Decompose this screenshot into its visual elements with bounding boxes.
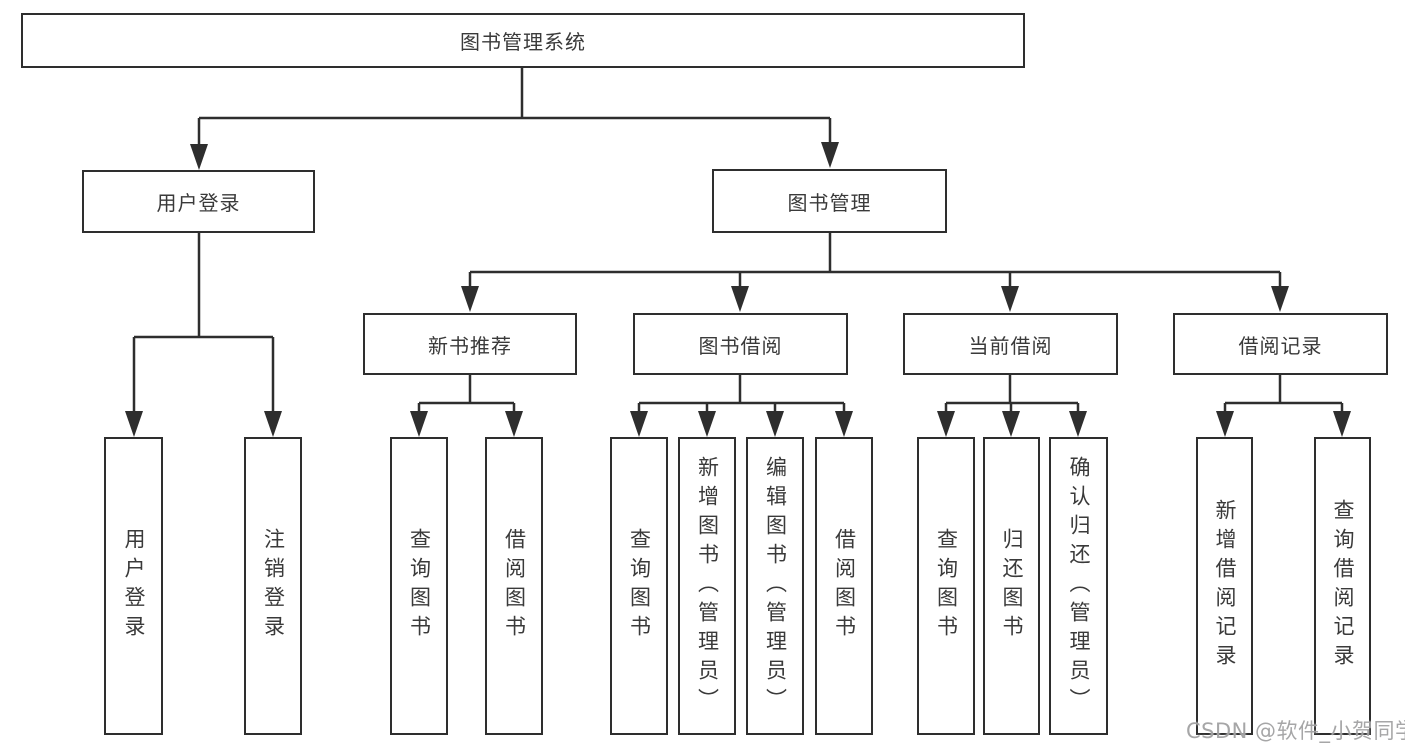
arrowhead-icon <box>190 144 208 170</box>
node-book-management-label: 图书管理 <box>787 190 872 215</box>
leaf-cb-return-books: 归还图书 <box>983 437 1040 735</box>
arrowhead-icon <box>505 411 523 437</box>
leaf-cb-confirm-return-admin-label: 确认归还（管理员） <box>1067 455 1091 717</box>
node-book-management: 图书管理 <box>712 169 947 233</box>
watermark: CSDN @软件_小贺同学 <box>1186 719 1405 743</box>
arrowhead-icon <box>630 411 648 437</box>
arrowhead-icon <box>1069 411 1087 437</box>
leaf-nb-borrow-books-label: 借阅图书 <box>502 528 527 644</box>
arrowhead-icon <box>1216 411 1234 437</box>
arrowhead-icon <box>1271 286 1289 312</box>
arrowhead-icon <box>698 411 716 437</box>
node-new-book-recommend-label: 新书推荐 <box>428 333 512 358</box>
leaf-bb-borrow-books-label: 借阅图书 <box>832 528 857 644</box>
leaf-br-query-record: 查询借阅记录 <box>1314 437 1371 735</box>
node-borrow-records: 借阅记录 <box>1173 313 1388 375</box>
leaf-bb-query-books: 查询图书 <box>610 437 668 735</box>
leaf-bb-add-books-admin: 新增图书（管理员） <box>678 437 736 735</box>
arrowhead-icon <box>731 286 749 312</box>
leaf-bb-edit-books-admin-label: 编辑图书（管理员） <box>763 455 788 717</box>
node-current-borrow-label: 当前借阅 <box>968 333 1053 358</box>
arrowhead-icon <box>821 142 839 168</box>
arrowhead-icon <box>410 411 428 437</box>
leaf-br-query-record-label: 查询借阅记录 <box>1331 499 1355 673</box>
arrowhead-icon <box>937 411 955 437</box>
leaf-user-login-label: 用户登录 <box>122 528 146 644</box>
arrowhead-icon <box>766 411 784 437</box>
node-new-book-recommend: 新书推荐 <box>363 313 577 375</box>
arrowhead-icon <box>461 286 479 312</box>
node-current-borrow: 当前借阅 <box>903 313 1118 375</box>
node-book-borrow-label: 图书借阅 <box>698 333 783 358</box>
node-user-login: 用户登录 <box>82 170 315 233</box>
leaf-bb-add-books-admin-label: 新增图书（管理员） <box>695 455 720 717</box>
leaf-nb-query-books: 查询图书 <box>390 437 448 735</box>
leaf-logout-label: 注销登录 <box>261 528 286 644</box>
leaf-bb-borrow-books: 借阅图书 <box>815 437 873 735</box>
node-book-borrow: 图书借阅 <box>633 313 848 375</box>
leaf-nb-borrow-books: 借阅图书 <box>485 437 543 735</box>
leaf-cb-query-books: 查询图书 <box>917 437 975 735</box>
leaf-bb-query-books-label: 查询图书 <box>627 528 652 644</box>
leaf-nb-query-books-label: 查询图书 <box>407 528 432 644</box>
leaf-br-add-record-label: 新增借阅记录 <box>1213 499 1237 673</box>
leaf-cb-return-books-label: 归还图书 <box>1000 528 1024 644</box>
leaf-bb-edit-books-admin: 编辑图书（管理员） <box>746 437 804 735</box>
arrowhead-icon <box>835 411 853 437</box>
arrowhead-icon <box>1002 411 1020 437</box>
leaf-cb-confirm-return-admin: 确认归还（管理员） <box>1049 437 1108 735</box>
leaf-cb-query-books-label: 查询图书 <box>934 528 959 644</box>
arrowhead-icon <box>125 411 143 437</box>
leaf-user-login: 用户登录 <box>104 437 163 735</box>
leaf-br-add-record: 新增借阅记录 <box>1196 437 1253 735</box>
node-root-label: 图书管理系统 <box>460 30 586 54</box>
arrowhead-icon <box>1001 286 1019 312</box>
leaf-logout: 注销登录 <box>244 437 302 735</box>
arrowhead-icon <box>1333 411 1351 437</box>
node-borrow-records-label: 借阅记录 <box>1238 333 1323 358</box>
node-user-login-label: 用户登录 <box>156 191 241 215</box>
arrowhead-icon <box>264 411 282 437</box>
node-root-system: 图书管理系统 <box>21 13 1025 68</box>
